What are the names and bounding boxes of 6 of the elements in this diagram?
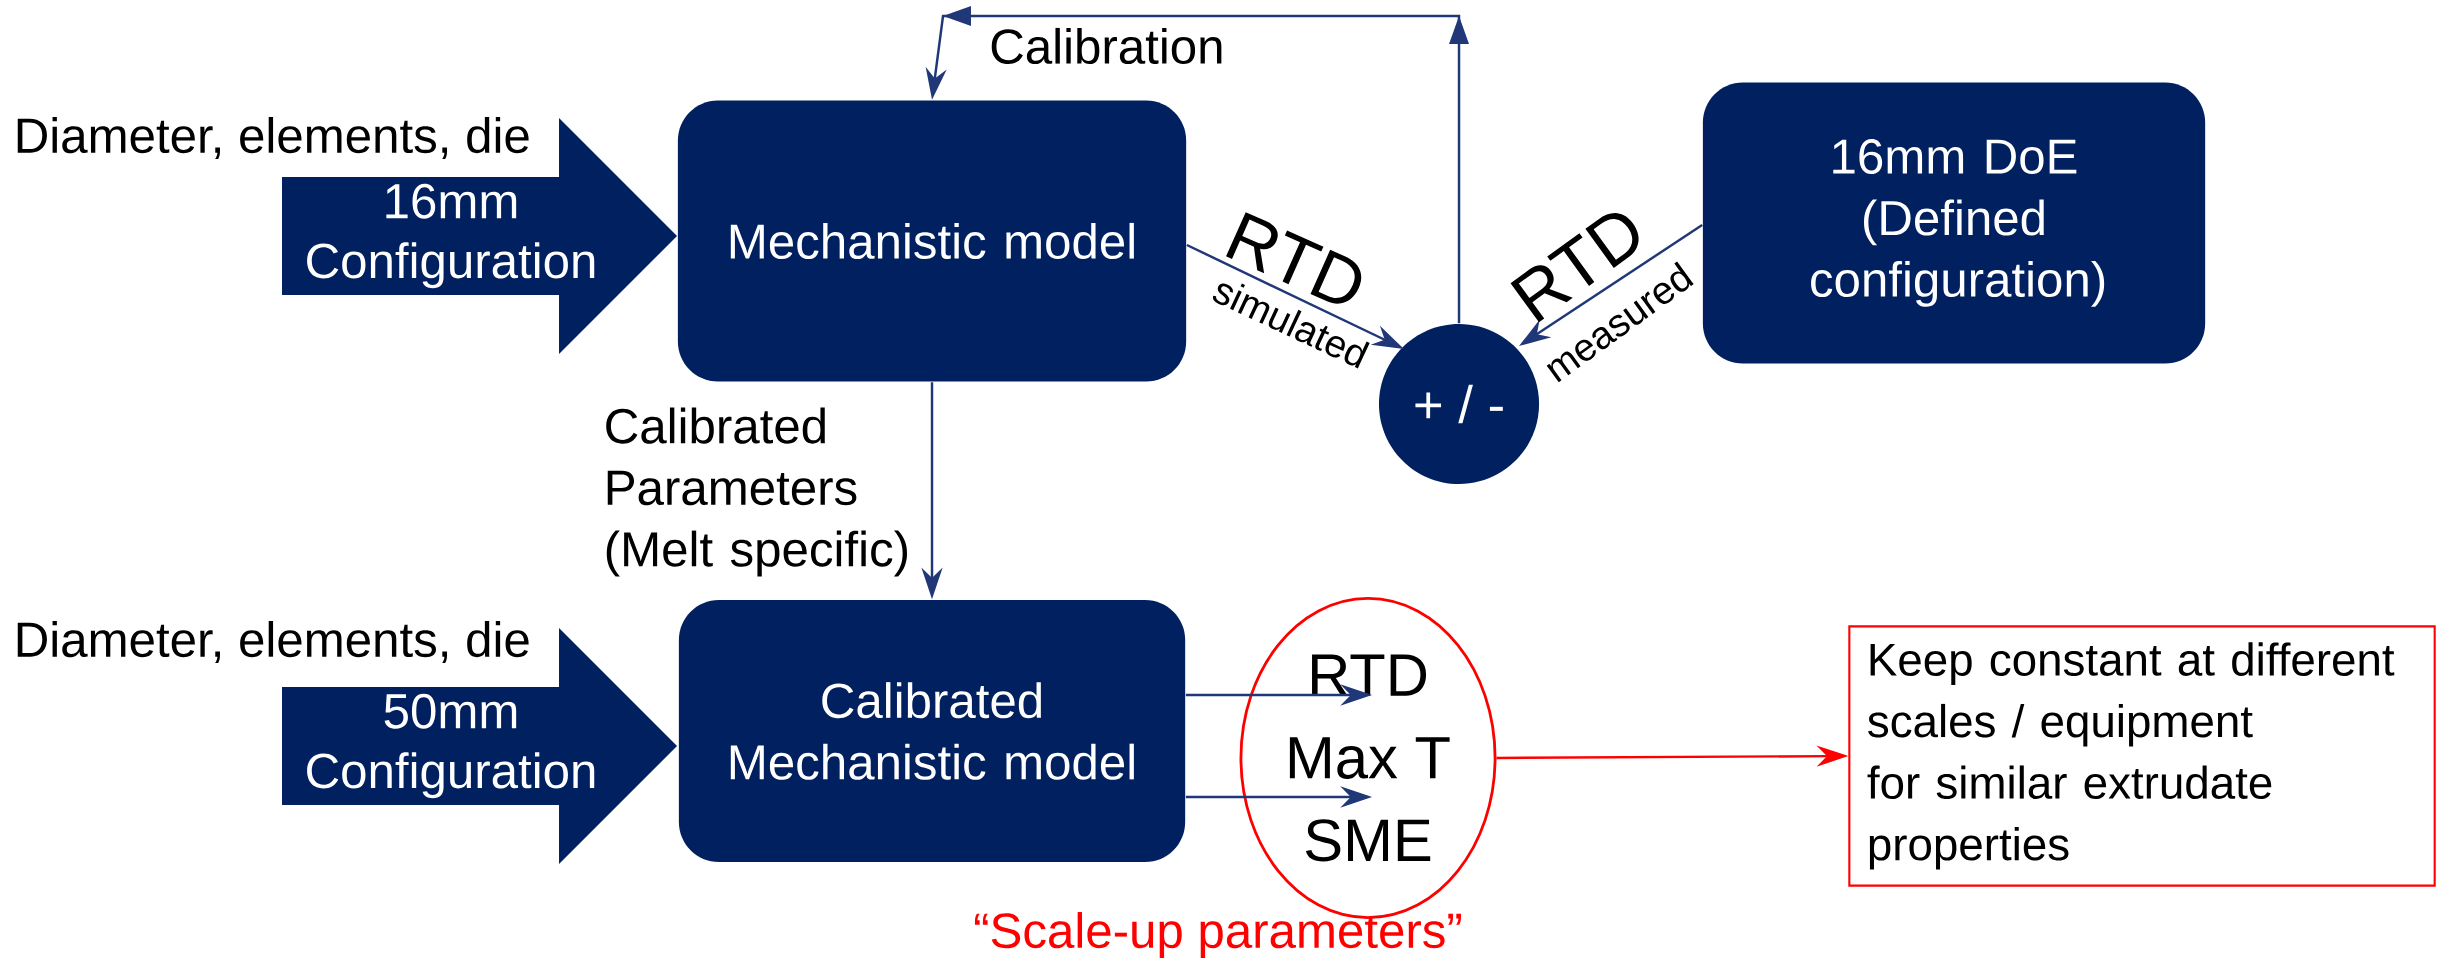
edge-label: Calibrated Parameters (Melt specific) [606, 407, 907, 577]
process-box: Calibrated Mechanistic model [678, 599, 1186, 863]
edge-label: Calibration [991, 27, 1222, 65]
process-box: 16mm DoE (Defined configuration) [1702, 82, 2206, 364]
process-box: Mechanistic model [677, 100, 1187, 382]
note-box: Keep constant at different scales / equipment for similar extrudate properties [1848, 625, 2436, 887]
